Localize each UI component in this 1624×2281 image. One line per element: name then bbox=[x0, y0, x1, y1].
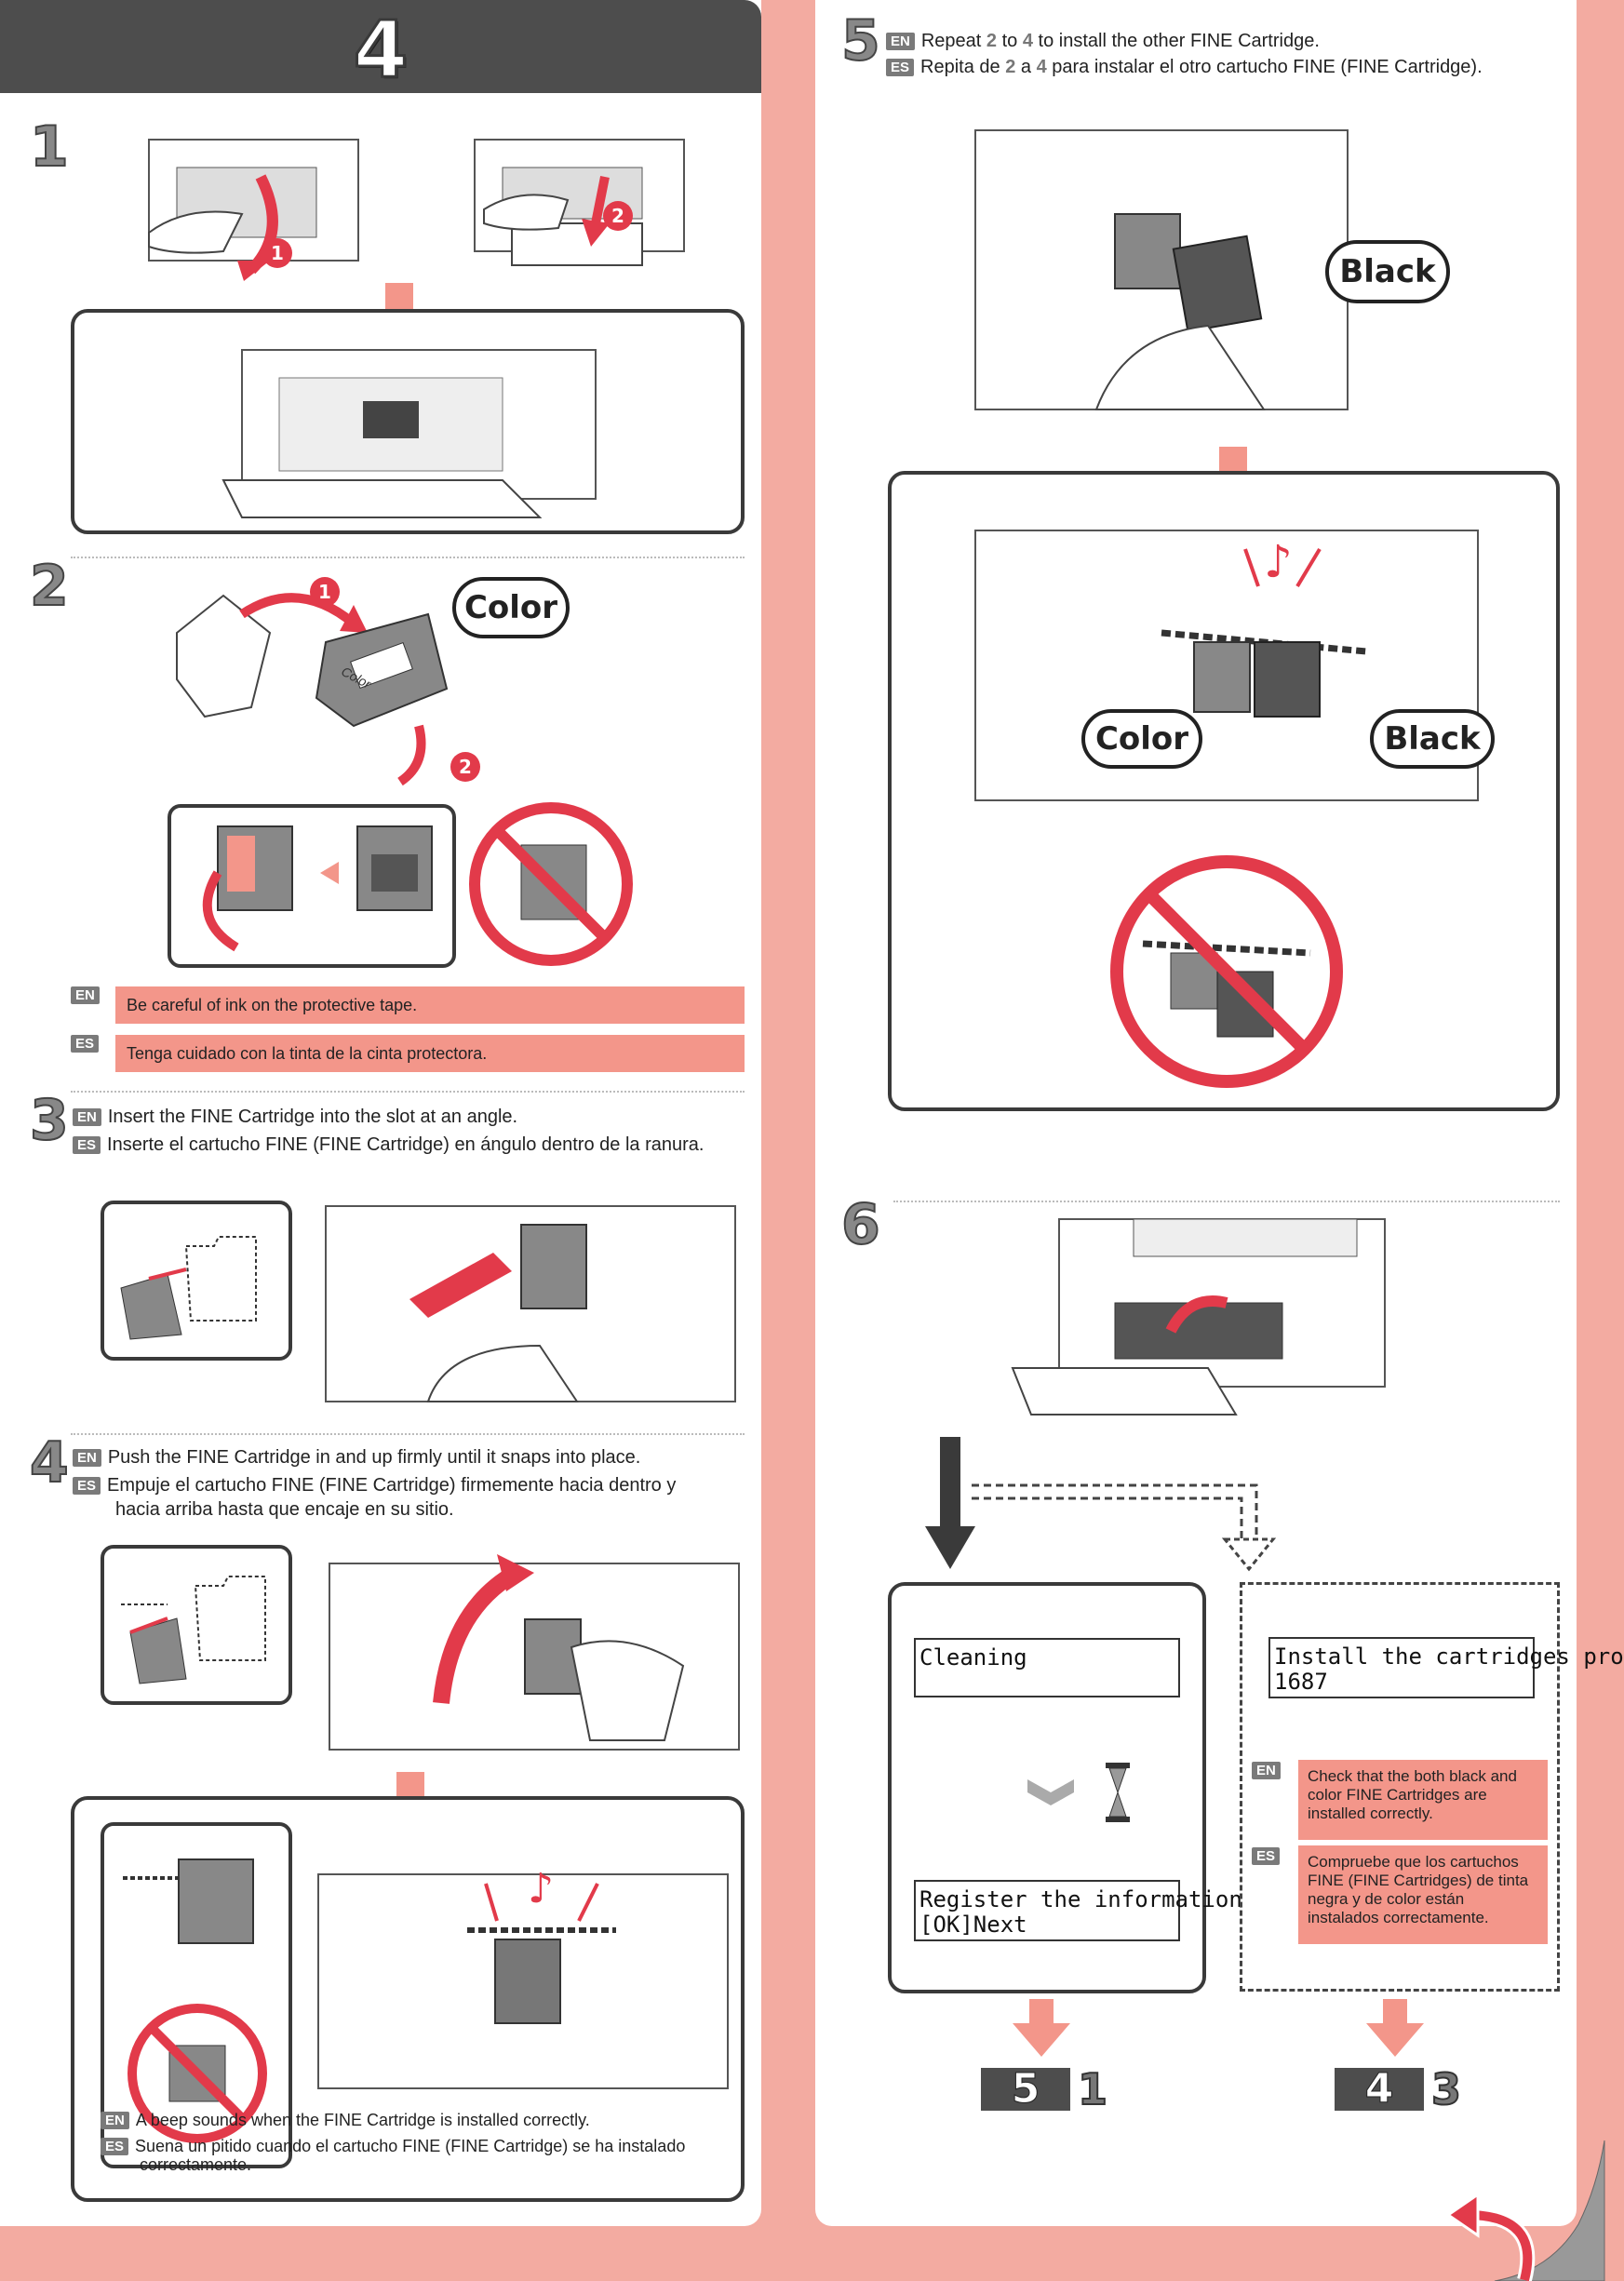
section-number: 4 bbox=[352, 3, 409, 97]
step-3-number: 3 bbox=[29, 1088, 70, 1153]
insert-angle-box bbox=[101, 1201, 292, 1361]
open-front-cover-illustration bbox=[148, 139, 359, 281]
es-tag: ES bbox=[1252, 1847, 1281, 1866]
en-tag: EN bbox=[71, 986, 100, 1005]
correct-incorrect-diagram bbox=[123, 1858, 267, 2143]
chevron-down-hourglass-icon bbox=[1027, 1763, 1130, 1822]
color-callout: Color bbox=[1081, 709, 1202, 769]
go-to-step-3-label: 3 bbox=[1430, 2064, 1462, 2114]
insert-angle-diagram bbox=[120, 1236, 257, 1340]
prohibited-icon bbox=[1110, 855, 1343, 1088]
down-arrow-icon bbox=[1366, 1999, 1424, 2057]
printer-open-illustration bbox=[221, 349, 597, 518]
beep-note-es-cont: correctamente. bbox=[140, 2155, 252, 2174]
push-cartridge-illustration bbox=[329, 1554, 740, 1751]
correct-vs-wrong-box bbox=[101, 1822, 292, 2168]
step-5-result-box: ♪ Color Black bbox=[888, 471, 1560, 1111]
step-6-number: 6 bbox=[840, 1192, 881, 1257]
flow-arrows-icon bbox=[925, 1437, 1277, 1572]
lcd-cleaning: Cleaning bbox=[914, 1638, 1180, 1697]
check-cartridges-note-en: Check that the both black and color FINE… bbox=[1298, 1760, 1548, 1840]
step-1-number: 1 bbox=[29, 114, 70, 180]
note-protective-tape-es: Tenga cuidado con la tinta de la cinta p… bbox=[115, 1035, 745, 1072]
go-to-section-5-button[interactable]: 5 bbox=[981, 2067, 1070, 2111]
badge-1: 1 bbox=[262, 238, 292, 268]
cleaning-screen-box: Cleaning Register the information [OK]Ne… bbox=[888, 1582, 1242, 1993]
en-tag: EN bbox=[1252, 1762, 1281, 1780]
badge-2: 2 bbox=[450, 752, 480, 782]
lcd-register-info: Register the information [OK]Next bbox=[914, 1880, 1242, 1941]
es-tag: ES bbox=[71, 1035, 100, 1053]
check-cartridges-note-es: Compruebe que los cartuchos FINE (FINE C… bbox=[1298, 1845, 1548, 1944]
remove-cartridge-from-package-illustration bbox=[176, 593, 449, 786]
go-to-step-1-label: 1 bbox=[1077, 2064, 1108, 2114]
remove-tape-box bbox=[168, 804, 456, 968]
section-header: 4 bbox=[0, 0, 761, 97]
step-1-result-box bbox=[71, 309, 745, 534]
open-paper-tray-illustration bbox=[474, 139, 685, 266]
close-cover-illustration bbox=[1011, 1218, 1386, 1416]
insert-black-cartridge-illustration bbox=[974, 129, 1349, 410]
black-callout: Black bbox=[1325, 240, 1450, 303]
page-turn-icon[interactable] bbox=[1439, 2140, 1605, 2281]
black-callout: Black bbox=[1370, 709, 1495, 769]
step-5-number: 5 bbox=[840, 8, 881, 74]
remove-protective-tape-illustration bbox=[202, 825, 433, 952]
down-arrow-icon bbox=[1013, 1999, 1070, 2057]
badge-2: 2 bbox=[603, 201, 633, 231]
badge-1: 1 bbox=[310, 577, 340, 607]
installed-cartridge-beep-illustration: ♪ bbox=[317, 1865, 729, 2089]
insert-cartridge-illustration bbox=[325, 1205, 736, 1402]
svg-text:♪: ♪ bbox=[528, 1865, 554, 1912]
prohibited-icon bbox=[469, 802, 633, 966]
push-up-box bbox=[101, 1545, 292, 1705]
color-callout: Color bbox=[452, 577, 570, 638]
error-screen-box: Install the cartridges pro 1687 EN Check… bbox=[1240, 1582, 1624, 1992]
step-4-number: 4 bbox=[29, 1430, 70, 1496]
svg-text:♪: ♪ bbox=[1264, 536, 1293, 588]
left-panel: 4 1 1 2 2 1 2 bbox=[0, 0, 761, 2226]
lcd-install-cartridges: Install the cartridges pro 1687 bbox=[1268, 1637, 1624, 1698]
step-4-es-cont: hacia arriba hasta que encaje en su siti… bbox=[115, 1499, 454, 1520]
go-to-section-4-button[interactable]: 4 bbox=[1335, 2067, 1424, 2111]
note-protective-tape-en: Be careful of ink on the protective tape… bbox=[115, 986, 745, 1024]
step-2-number: 2 bbox=[29, 554, 70, 619]
push-up-diagram bbox=[121, 1576, 266, 1684]
